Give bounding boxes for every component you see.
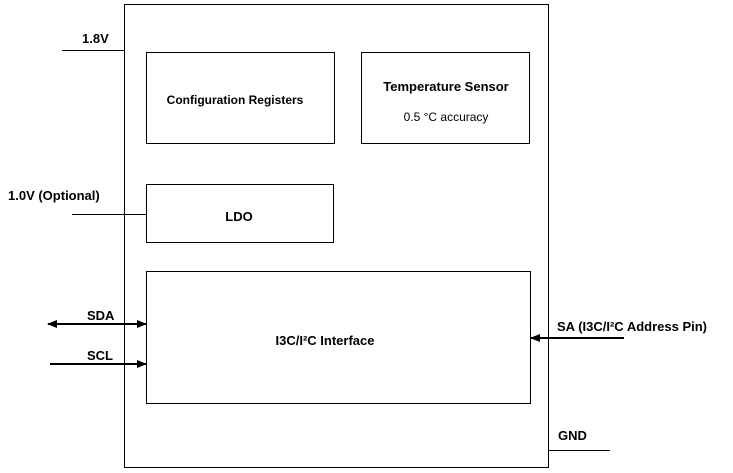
vdd-18-label: 1.8V (82, 31, 109, 46)
vdd-10-label: 1.0V (Optional) (8, 188, 100, 203)
temperature-sensor-label: Temperature Sensor (383, 79, 508, 94)
sda-label: SDA (87, 308, 115, 323)
temperature-accuracy-label: 0.5 °C accuracy (404, 110, 489, 124)
ldo-block (146, 184, 334, 243)
sa-label: SA (I3C/I²C Address Pin) (557, 319, 707, 334)
gnd-label: GND (558, 428, 587, 443)
ldo-label: LDO (225, 209, 252, 224)
interface-block (146, 271, 531, 404)
temperature-sensor-block (361, 52, 530, 144)
config-registers-label: Configuration Registers (167, 93, 304, 107)
scl-label: SCL (87, 348, 113, 363)
interface-label: I3C/I²C Interface (276, 333, 375, 348)
config-registers-block (146, 52, 335, 144)
